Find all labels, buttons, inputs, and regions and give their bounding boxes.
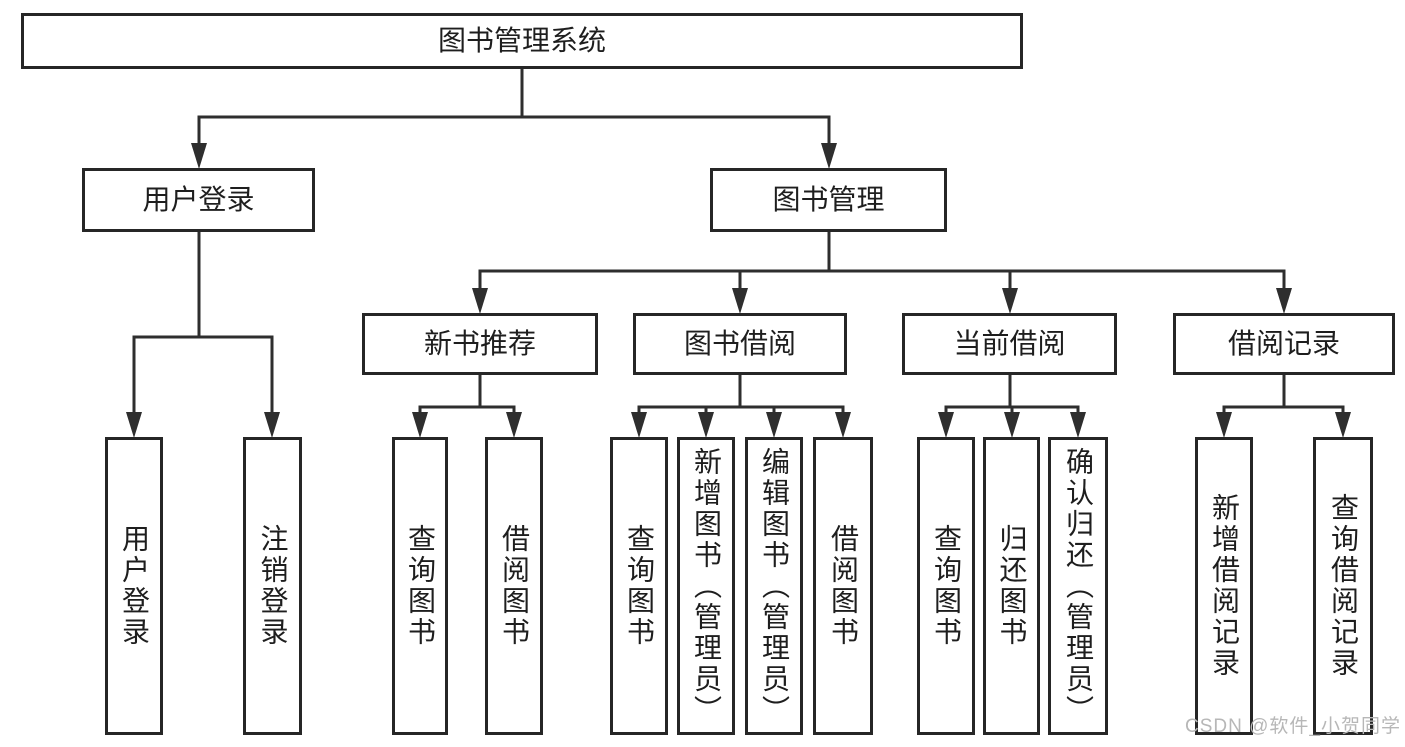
node-library-management-system: 图书管理系统 — [21, 13, 1023, 69]
node-new-book-recommendation: 新书推荐 — [362, 313, 598, 375]
leaf-query-book-recommend: 查询图书 — [392, 437, 448, 735]
connector-root-to-level2 — [191, 69, 837, 169]
leaf-label: 查询图书 — [624, 524, 655, 648]
leaf-label: 新增图书（管理员） — [691, 446, 722, 726]
connector-user-login-to-leaves — [126, 232, 280, 438]
connector-records-to-leaves — [1216, 375, 1351, 438]
leaf-label: 查询借阅记录 — [1328, 493, 1359, 679]
leaf-add-book-admin: 新增图书（管理员） — [677, 437, 735, 735]
leaf-label: 用户登录 — [119, 524, 150, 648]
leaf-label: 确认归还（管理员） — [1063, 446, 1094, 726]
node-user-login: 用户登录 — [82, 168, 315, 232]
leaf-label: 归还图书 — [996, 524, 1028, 648]
leaf-logout: 注销登录 — [243, 437, 302, 735]
leaf-label: 注销登录 — [257, 524, 289, 648]
leaf-label: 新增借阅记录 — [1209, 493, 1240, 679]
connector-recommend-to-leaves — [412, 375, 522, 438]
leaf-label: 借阅图书 — [499, 524, 530, 648]
leaf-user-login: 用户登录 — [105, 437, 163, 735]
connector-book-mgmt-to-level3 — [472, 232, 1292, 314]
leaf-label: 借阅图书 — [828, 524, 859, 648]
node-book-management: 图书管理 — [710, 168, 947, 232]
node-current-borrowing: 当前借阅 — [902, 313, 1117, 375]
leaf-label: 查询图书 — [405, 524, 436, 648]
leaf-query-borrow-record: 查询借阅记录 — [1313, 437, 1373, 735]
leaf-query-book-borrow: 查询图书 — [610, 437, 668, 735]
leaf-edit-book-admin: 编辑图书（管理员） — [745, 437, 803, 735]
node-borrowing-records: 借阅记录 — [1173, 313, 1395, 375]
leaf-label: 编辑图书（管理员） — [759, 446, 790, 726]
leaf-confirm-return-admin: 确认归还（管理员） — [1048, 437, 1108, 735]
leaf-add-borrow-record: 新增借阅记录 — [1195, 437, 1253, 735]
leaf-label: 查询图书 — [931, 524, 962, 648]
connector-current-to-leaves — [938, 375, 1086, 438]
connector-borrow-to-leaves — [631, 375, 851, 438]
node-book-borrowing: 图书借阅 — [633, 313, 847, 375]
csdn-watermark: CSDN @软件_小贺同学 — [1185, 716, 1401, 737]
leaf-borrow-book-borrow: 借阅图书 — [813, 437, 873, 735]
leaf-return-book: 归还图书 — [983, 437, 1040, 735]
leaf-borrow-book-recommend: 借阅图书 — [485, 437, 543, 735]
leaf-query-book-current: 查询图书 — [917, 437, 975, 735]
